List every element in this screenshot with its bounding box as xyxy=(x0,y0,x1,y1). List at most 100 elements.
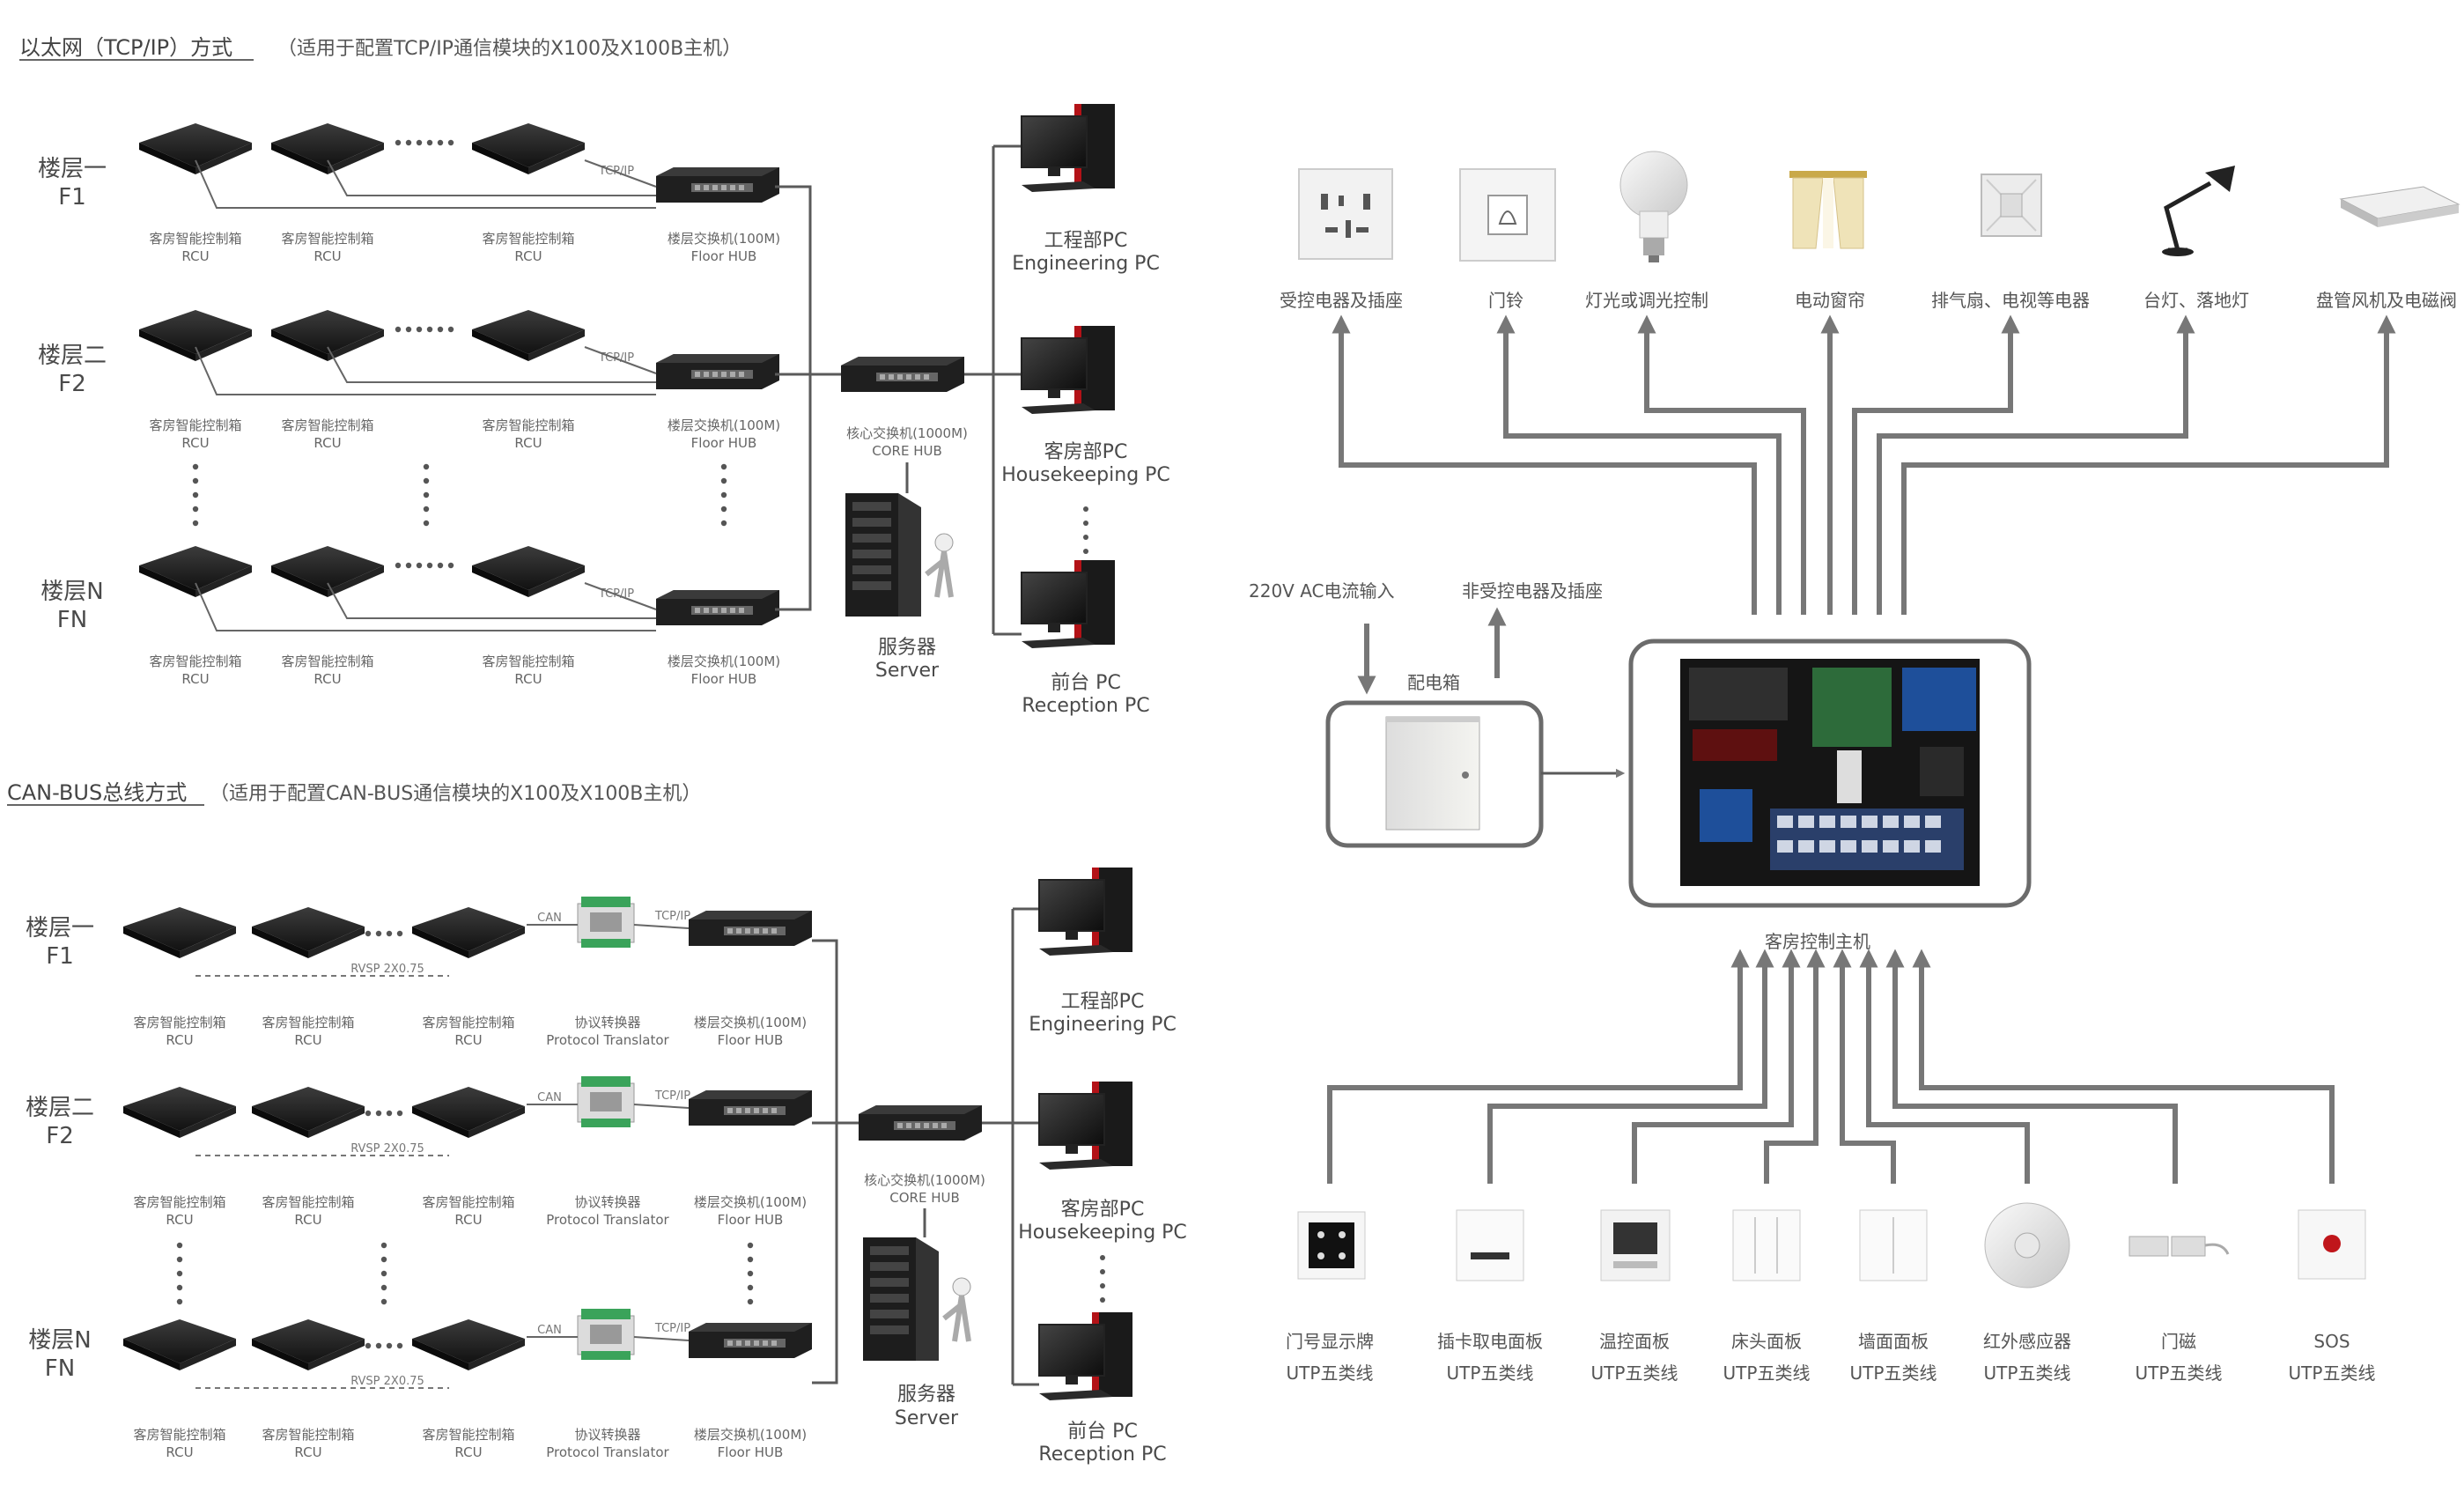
pc-label-cn: 工程部PC xyxy=(1061,991,1145,1013)
rcu-label-en: RCU xyxy=(454,1032,482,1048)
hub-label-en: Floor HUB xyxy=(718,1032,784,1048)
floor-hub-icon xyxy=(656,167,779,203)
can-section: CAN-BUS总线方式 （适用于配置CAN-BUS通信模块的X100及X100B… xyxy=(7,780,1187,1466)
dist-box-label: 配电箱 xyxy=(1407,672,1460,693)
wall-panel-icon xyxy=(1859,1209,1928,1281)
rcu-icon xyxy=(252,1319,365,1370)
core-hub-cn: 核心交换机(1000M) xyxy=(846,425,968,441)
tcp-floor-row: 楼层二F2TCP/IP客房智能控制箱RCU客房智能控制箱RCU客房智能控制箱RC… xyxy=(38,310,780,451)
input-cable-label: UTP五类线 xyxy=(1850,1362,1937,1384)
rcu-label-en: RCU xyxy=(514,248,542,264)
rcu-label-cn: 客房智能控制箱 xyxy=(149,231,241,247)
hub-label-cn: 楼层交换机(100M) xyxy=(694,1427,807,1443)
rcu-label-cn: 客房智能控制箱 xyxy=(133,1015,225,1030)
protocol-translator-icon xyxy=(577,1075,635,1128)
floor-name-cn: 楼层二 xyxy=(26,1095,94,1121)
rcu-icon xyxy=(412,1087,525,1138)
tcp-label: TCP/IP xyxy=(654,910,690,923)
can-label: CAN xyxy=(537,1091,562,1104)
input-cable-label: UTP五类线 xyxy=(2289,1362,2376,1384)
main-unit-board-icon xyxy=(1680,659,1980,886)
input-device-label: 门磁 xyxy=(2161,1331,2196,1352)
protocol-translator-icon xyxy=(577,1308,635,1361)
rcu-icon xyxy=(123,1319,236,1370)
can-core-hub-cn: 核心交换机(1000M) xyxy=(864,1172,985,1188)
floor-name-en: F2 xyxy=(58,371,86,397)
socket-icon xyxy=(1298,168,1393,260)
output-device-label: 电动窗帘 xyxy=(1795,290,1865,311)
floor-hub-icon xyxy=(689,911,812,946)
input-cable-label: UTP五类线 xyxy=(1723,1362,1811,1384)
non-controlled-label: 非受控电器及插座 xyxy=(1462,580,1603,602)
sos-button-icon xyxy=(2298,1209,2366,1280)
rcu-label-en: RCU xyxy=(294,1444,321,1460)
cable-label: RVSP 2X0.75 xyxy=(350,963,424,976)
input-device-label: 墙面面板 xyxy=(1858,1331,1929,1352)
can-label: CAN xyxy=(537,912,562,925)
engineering-pc-icon xyxy=(1021,103,1116,193)
doorbell-icon xyxy=(1459,168,1556,262)
translator-label-en: Protocol Translator xyxy=(546,1444,669,1460)
hub-label-en: Floor HUB xyxy=(691,671,757,687)
can-core-hub-icon xyxy=(859,1105,982,1141)
floor-hub-icon xyxy=(689,1323,812,1358)
bedside-panel-icon xyxy=(1732,1209,1801,1281)
pc-label-en: Housekeeping PC xyxy=(1018,1222,1187,1244)
floor-name-cn: 楼层一 xyxy=(26,915,94,941)
tcp-floors: 楼层一F1TCP/IP客房智能控制箱RCU客房智能控制箱RCU客房智能控制箱RC… xyxy=(38,123,780,687)
rcu-icon xyxy=(252,1087,365,1138)
floor-name-en: F2 xyxy=(46,1123,74,1149)
can-title: CAN-BUS总线方式 xyxy=(7,780,187,805)
rcu-icon xyxy=(472,310,585,361)
tcp-label: TCP/IP xyxy=(654,1322,690,1335)
output-device-label: 台灯、落地灯 xyxy=(2143,290,2249,311)
rcu-label-en: RCU xyxy=(181,671,209,687)
thermostat-icon xyxy=(1600,1209,1671,1281)
rcu-label-en: RCU xyxy=(454,1444,482,1460)
translator-label-cn: 协议转换器 xyxy=(574,1427,640,1443)
main-unit-label: 客房控制主机 xyxy=(1765,931,1870,952)
tcp-floor-row: 楼层NFNTCP/IP客房智能控制箱RCU客房智能控制箱RCU客房智能控制箱RC… xyxy=(41,546,780,687)
pc-label-cn: 客房部PC xyxy=(1061,1199,1145,1221)
hub-label-cn: 楼层交换机(100M) xyxy=(694,1015,807,1030)
bulb-icon xyxy=(1619,151,1688,262)
rcu-label-en: RCU xyxy=(166,1444,193,1460)
pc-label-cn: 工程部PC xyxy=(1044,230,1128,252)
main-unit-frame xyxy=(1628,639,2032,908)
input-device-label: 门号显示牌 xyxy=(1286,1331,1374,1352)
room-section: 受控电器及插座门铃灯光或调光控制电动窗帘排气扇、电视等电器台灯、落地灯盘管风机及… xyxy=(1249,151,2460,1384)
rcu-label-cn: 客房智能控制箱 xyxy=(482,654,574,669)
floor-name-en: FN xyxy=(45,1355,75,1382)
pc-label-cn: 前台 PC xyxy=(1051,672,1121,694)
server-icon xyxy=(845,493,953,617)
card-switch-icon xyxy=(1456,1209,1524,1281)
rcu-icon xyxy=(412,1319,525,1370)
rcu-label-cn: 客房智能控制箱 xyxy=(281,654,373,669)
pc-label-en: Reception PC xyxy=(1038,1444,1166,1466)
input-device-label: 插卡取电面板 xyxy=(1437,1331,1543,1352)
tcp-subtitle: （适用于配置TCP/IP通信模块的X100及X100B主机） xyxy=(277,38,741,60)
rcu-label-cn: 客房智能控制箱 xyxy=(281,231,373,247)
ac-input-label: 220V AC电流输入 xyxy=(1249,580,1395,602)
hub-label-cn: 楼层交换机(100M) xyxy=(668,654,780,669)
hub-label-cn: 楼层交换机(100M) xyxy=(694,1194,807,1210)
pc-label-cn: 前台 PC xyxy=(1067,1421,1138,1443)
pc-label-en: Engineering PC xyxy=(1012,253,1160,275)
rcu-label-en: RCU xyxy=(454,1212,482,1228)
rcu-label-en: RCU xyxy=(181,435,209,451)
rcu-label-cn: 客房智能控制箱 xyxy=(149,654,241,669)
translator-label-en: Protocol Translator xyxy=(546,1212,669,1228)
rcu-label-en: RCU xyxy=(314,671,341,687)
rcu-label-en: RCU xyxy=(514,671,542,687)
rcu-label-cn: 客房智能控制箱 xyxy=(281,417,373,433)
output-device-label: 灯光或调光控制 xyxy=(1585,290,1708,311)
floor-name-en: F1 xyxy=(46,943,74,970)
output-device-label: 门铃 xyxy=(1488,290,1523,311)
pc-label-cn: 客房部PC xyxy=(1044,441,1128,463)
fan-coil-icon xyxy=(2339,186,2460,227)
floor-name-cn: 楼层N xyxy=(41,579,103,605)
rcu-label-cn: 客房智能控制箱 xyxy=(482,417,574,433)
